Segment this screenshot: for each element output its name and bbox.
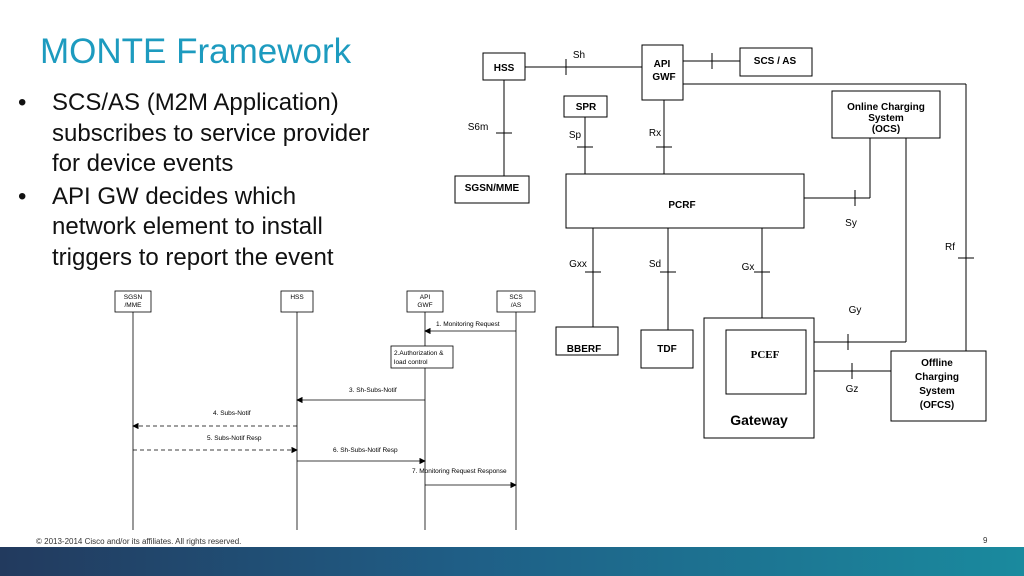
gxx-label: Gxx (569, 259, 587, 270)
tdf-box (640, 329, 694, 369)
lane-box-sgsn (114, 290, 152, 313)
page-number: 9 (983, 536, 988, 545)
pcrf-label: PCRF (668, 200, 695, 211)
step-5-label: 5. Subs-Notif Resp (207, 435, 262, 442)
ofcs-box (890, 350, 987, 422)
ofcs-label-line3: System (919, 386, 955, 397)
gx-label: Gx (742, 262, 755, 273)
sgsn-mme-label: SGSN/MME (465, 183, 520, 194)
api-gwf-box (641, 44, 684, 101)
lane-label-scs-line1: SCS (509, 294, 523, 301)
pcef-box (725, 329, 807, 395)
scs-as-label: SCS / AS (754, 56, 797, 67)
pcrf-box (565, 173, 805, 229)
s6m-label: S6m (468, 122, 489, 133)
bullet-list: • SCS/AS (M2M Application) subscribes to … (18, 88, 370, 275)
bullet-dot-icon: • (18, 182, 27, 210)
hss-label: HSS (494, 63, 515, 74)
bullet-dot-icon: • (18, 89, 27, 116)
lane-box-api (406, 290, 444, 313)
slide-title: MONTE Framework (40, 32, 352, 71)
api-gwf-label-line2: GWF (652, 72, 675, 83)
bullet-text: API GW decides which network element to … (52, 182, 334, 271)
bullet-item: • SCS/AS (M2M Application) subscribes to … (18, 88, 370, 180)
spr-box (563, 95, 608, 118)
sequence-diagram (114, 290, 536, 530)
sgsn-mme-box (454, 175, 530, 204)
sh-label: Sh (573, 50, 585, 61)
sd-label: Sd (649, 259, 661, 270)
ocs-label-line3: (OCS) (872, 124, 900, 135)
ofcs-label-line2: Charging (915, 372, 959, 383)
step-7-label: 7. Monitoring Request Response (412, 468, 507, 475)
scs-as-box (739, 47, 813, 77)
lane-label-api-line1: API (420, 294, 431, 301)
bullet-item: • API GW decides which network element to… (18, 182, 370, 274)
rx-label: Rx (649, 128, 661, 139)
step-4-label: 4. Subs-Notif (213, 410, 251, 417)
sp-label: Sp (569, 130, 582, 141)
gateway-label: Gateway (730, 412, 788, 428)
gz-label: Gz (846, 384, 859, 395)
bberf-box (555, 326, 619, 356)
ocs-label-line2: System (868, 113, 904, 124)
ofcs-label-line4: (OFCS) (920, 400, 954, 411)
ocs-label-line1: Online Charging (847, 102, 925, 113)
step-3-label: 3. Sh-Subs-Notif (349, 387, 397, 394)
lane-label-api-line2: GWF (417, 302, 432, 309)
footer-bar (0, 547, 1024, 576)
lane-label-sgsn-line2: /MME (125, 302, 143, 309)
ocs-box (831, 90, 941, 139)
step-1-label: 1. Monitoring Request (436, 321, 500, 328)
lane-box-scs (496, 290, 536, 313)
lane-label-scs-line2: /AS (511, 302, 522, 309)
ofcs-label-line1: Offline (921, 358, 953, 369)
spr-label: SPR (576, 102, 597, 113)
pcef-label: PCEF (751, 349, 780, 361)
tdf-label: TDF (657, 344, 676, 355)
bullet-text: SCS/AS (M2M Application) subscribes to s… (52, 89, 370, 177)
auth-load-box (390, 345, 454, 369)
copyright-text: © 2013-2014 Cisco and/or its affiliates.… (36, 537, 242, 546)
step-2-label-line2: load control (394, 359, 428, 366)
api-gwf-label-line1: API (654, 59, 671, 70)
architecture-diagram (454, 44, 987, 439)
bberf-label: BBERF (567, 344, 601, 355)
lane-label-sgsn-line1: SGSN (124, 294, 143, 301)
gy-label: Gy (849, 305, 862, 316)
sy-label: Sy (845, 218, 857, 229)
lane-label-hss: HSS (290, 294, 304, 301)
step-6-label: 6. Sh-Subs-Notif Resp (333, 447, 398, 454)
step-2-label-line1: 2.Authorization & (394, 350, 444, 357)
lane-box-hss (280, 290, 314, 313)
rf-label: Rf (945, 242, 955, 253)
hss-box (482, 52, 526, 81)
